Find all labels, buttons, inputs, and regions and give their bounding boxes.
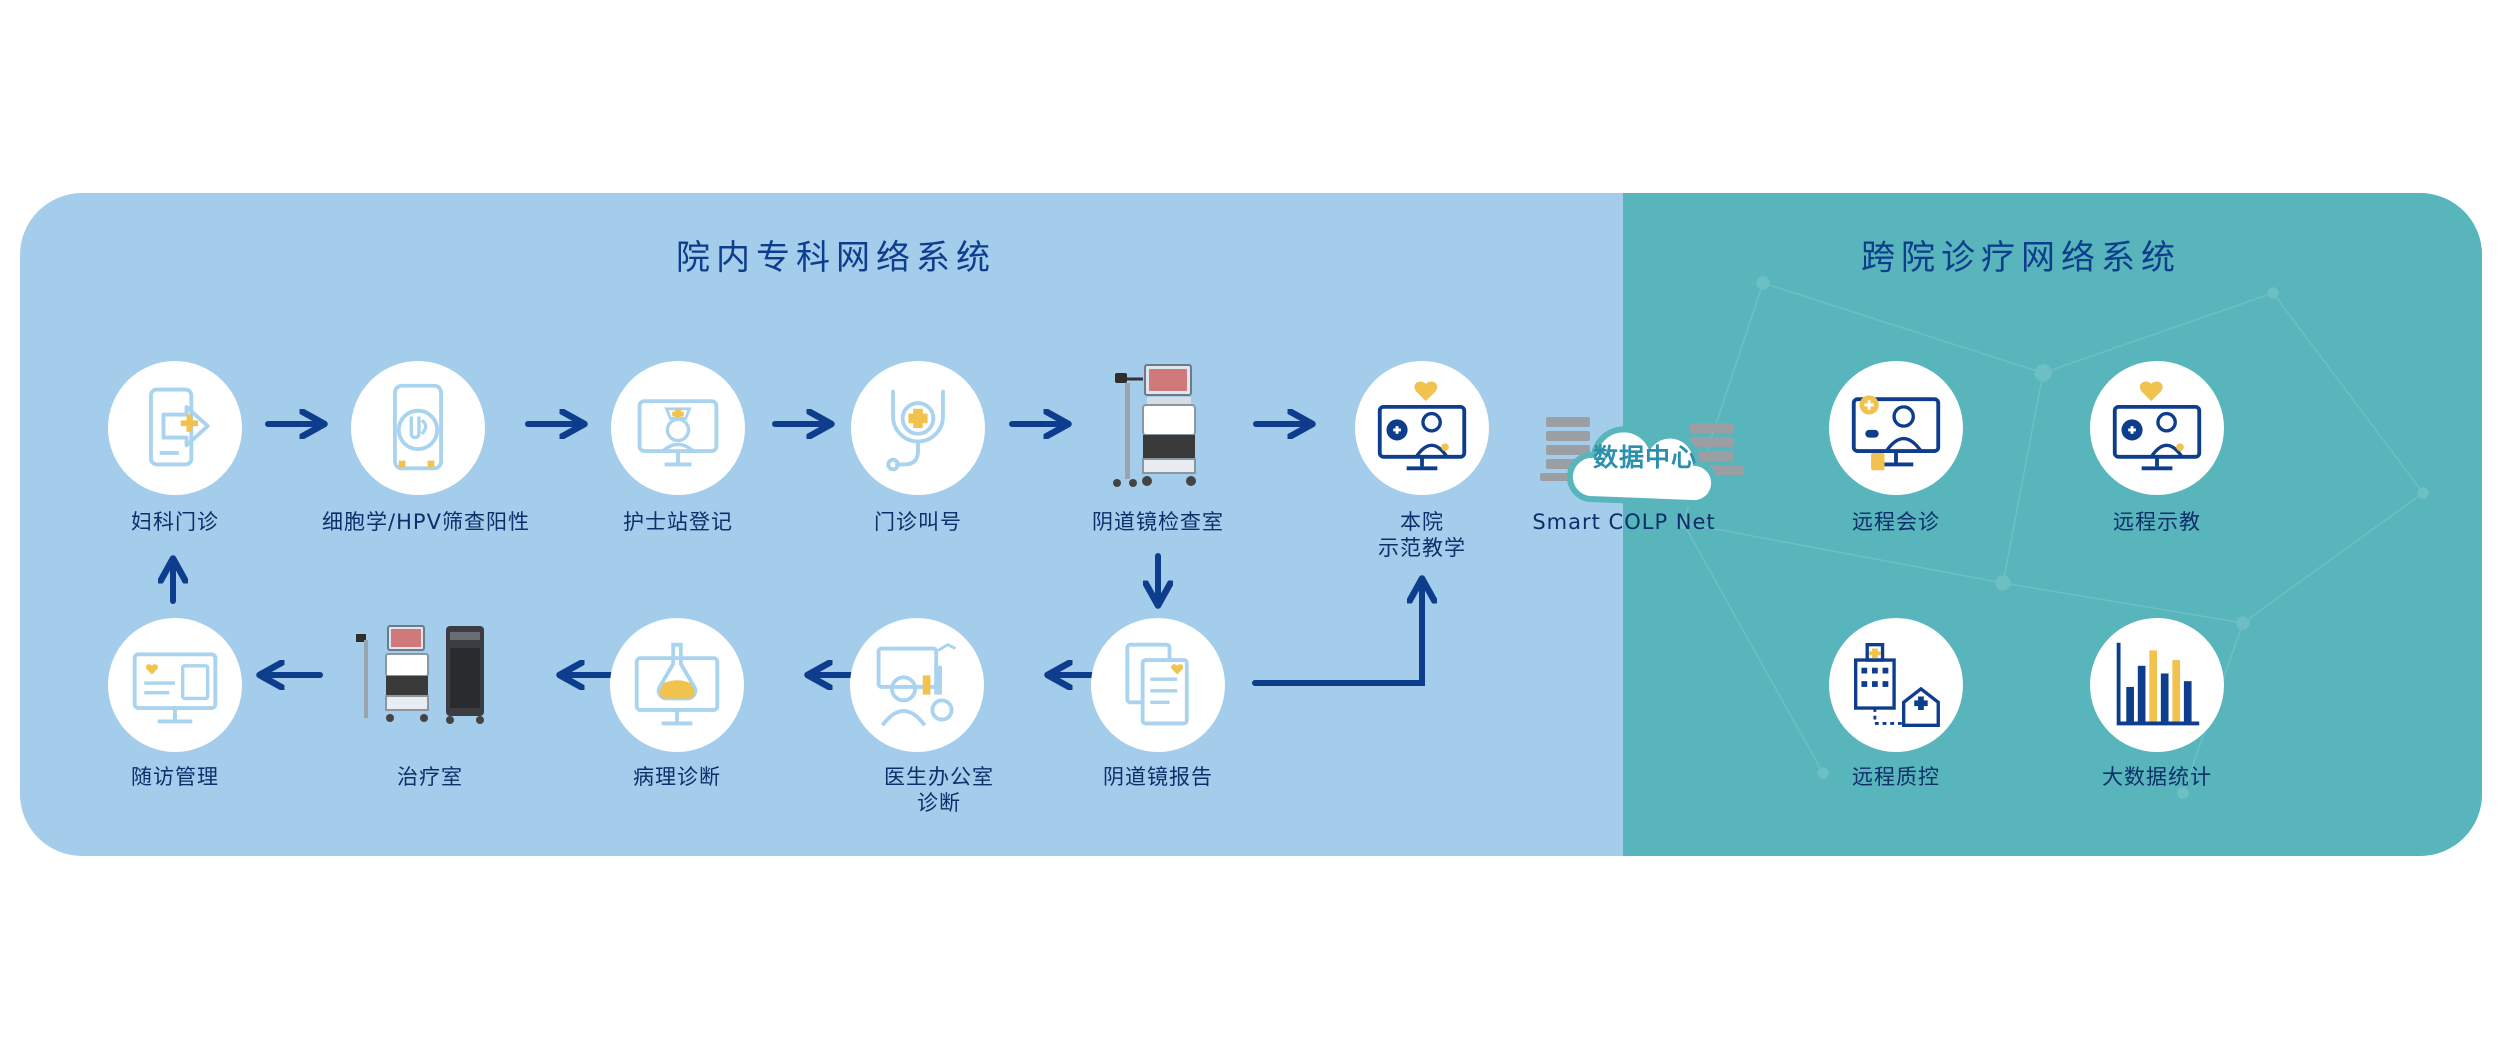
bar-chart-icon <box>2116 642 2200 726</box>
colposcope-cart-icon <box>1113 364 1196 487</box>
pathology-node[interactable] <box>610 618 744 752</box>
tablet-arrow-plus-icon <box>149 387 210 467</box>
colposcopy-report-node[interactable] <box>1091 618 1225 752</box>
monitor-flask-icon <box>634 642 720 726</box>
monitor-nurse-icon <box>637 399 719 467</box>
data-center-label: 数据中心 <box>1592 443 1698 472</box>
phone-test-tube-icon <box>393 383 443 471</box>
report-documents-icon <box>1125 642 1189 726</box>
remote-teaching-label: 远程示教 <box>2113 510 2201 534</box>
follow-up-node[interactable] <box>108 618 242 752</box>
big-data-label: 大数据统计 <box>2102 765 2212 789</box>
cytology-node[interactable] <box>351 361 485 495</box>
demo-teaching-label: 本院 示范教学 <box>1378 509 1466 561</box>
colposcopy-room-node[interactable] <box>1103 359 1213 497</box>
demo-teaching-node[interactable] <box>1355 361 1489 495</box>
gyn-clinic-label: 妇科门诊 <box>131 510 219 534</box>
gyn-clinic-node[interactable] <box>108 361 242 495</box>
monitor-doctor-pills-icon <box>1851 395 1941 471</box>
stethoscope-plus-icon <box>886 389 945 472</box>
treatment-devices-icon <box>356 625 484 724</box>
arrow-report-to-demo <box>1252 581 1422 686</box>
network-background-pattern <box>1677 276 2429 799</box>
remote-consult-node[interactable] <box>1829 361 1963 495</box>
clinic-call-node[interactable] <box>851 361 985 495</box>
hospital-buildings-icon <box>1854 643 1940 727</box>
clinic-call-label: 门诊叫号 <box>874 510 962 534</box>
doctor-analytics-icon <box>876 643 957 727</box>
cloud-servers-icon <box>1540 417 1744 507</box>
pathology-label: 病理诊断 <box>633 765 721 789</box>
follow-up-label: 随访管理 <box>131 765 219 789</box>
doctor-office-label: 医生办公室 诊断 <box>884 764 994 816</box>
cross-hospital-section <box>1623 193 2482 856</box>
remote-qc-label: 远程质控 <box>1852 765 1940 789</box>
doctor-office-node[interactable] <box>850 618 984 752</box>
monitor-doctor-heart-icon <box>1377 381 1467 471</box>
remote-qc-node[interactable] <box>1829 618 1963 752</box>
big-data-node[interactable] <box>2090 618 2224 752</box>
remote-teaching-node[interactable] <box>2090 361 2224 495</box>
nurse-station-node[interactable] <box>611 361 745 495</box>
colposcopy-report-label: 阴道镜报告 <box>1103 765 1213 789</box>
demo-teaching-label-text: 本院 示范教学 <box>1378 510 1466 560</box>
treatment-room-node[interactable] <box>350 620 490 734</box>
remote-consult-label: 远程会诊 <box>1852 510 1940 534</box>
colposcopy-room-label: 阴道镜检查室 <box>1092 510 1224 534</box>
monitor-heart-card-icon <box>132 652 218 724</box>
network-diagram-panel: 院内专科网络系统 跨院诊疗网络系统 <box>20 193 2482 856</box>
treatment-room-label: 治疗室 <box>397 765 463 789</box>
smart-colp-net-label: Smart COLP Net <box>1532 510 1716 534</box>
in-hospital-title: 院内专科网络系统 <box>676 238 996 278</box>
monitor-doctor-heart-icon <box>2112 381 2202 471</box>
cross-hospital-title: 跨院诊疗网络系统 <box>1861 238 2181 278</box>
nurse-station-label: 护士站登记 <box>623 510 733 534</box>
doctor-office-label-text: 医生办公室 诊断 <box>884 765 994 815</box>
cytology-label: 细胞学/HPV筛查阳性 <box>322 510 530 534</box>
